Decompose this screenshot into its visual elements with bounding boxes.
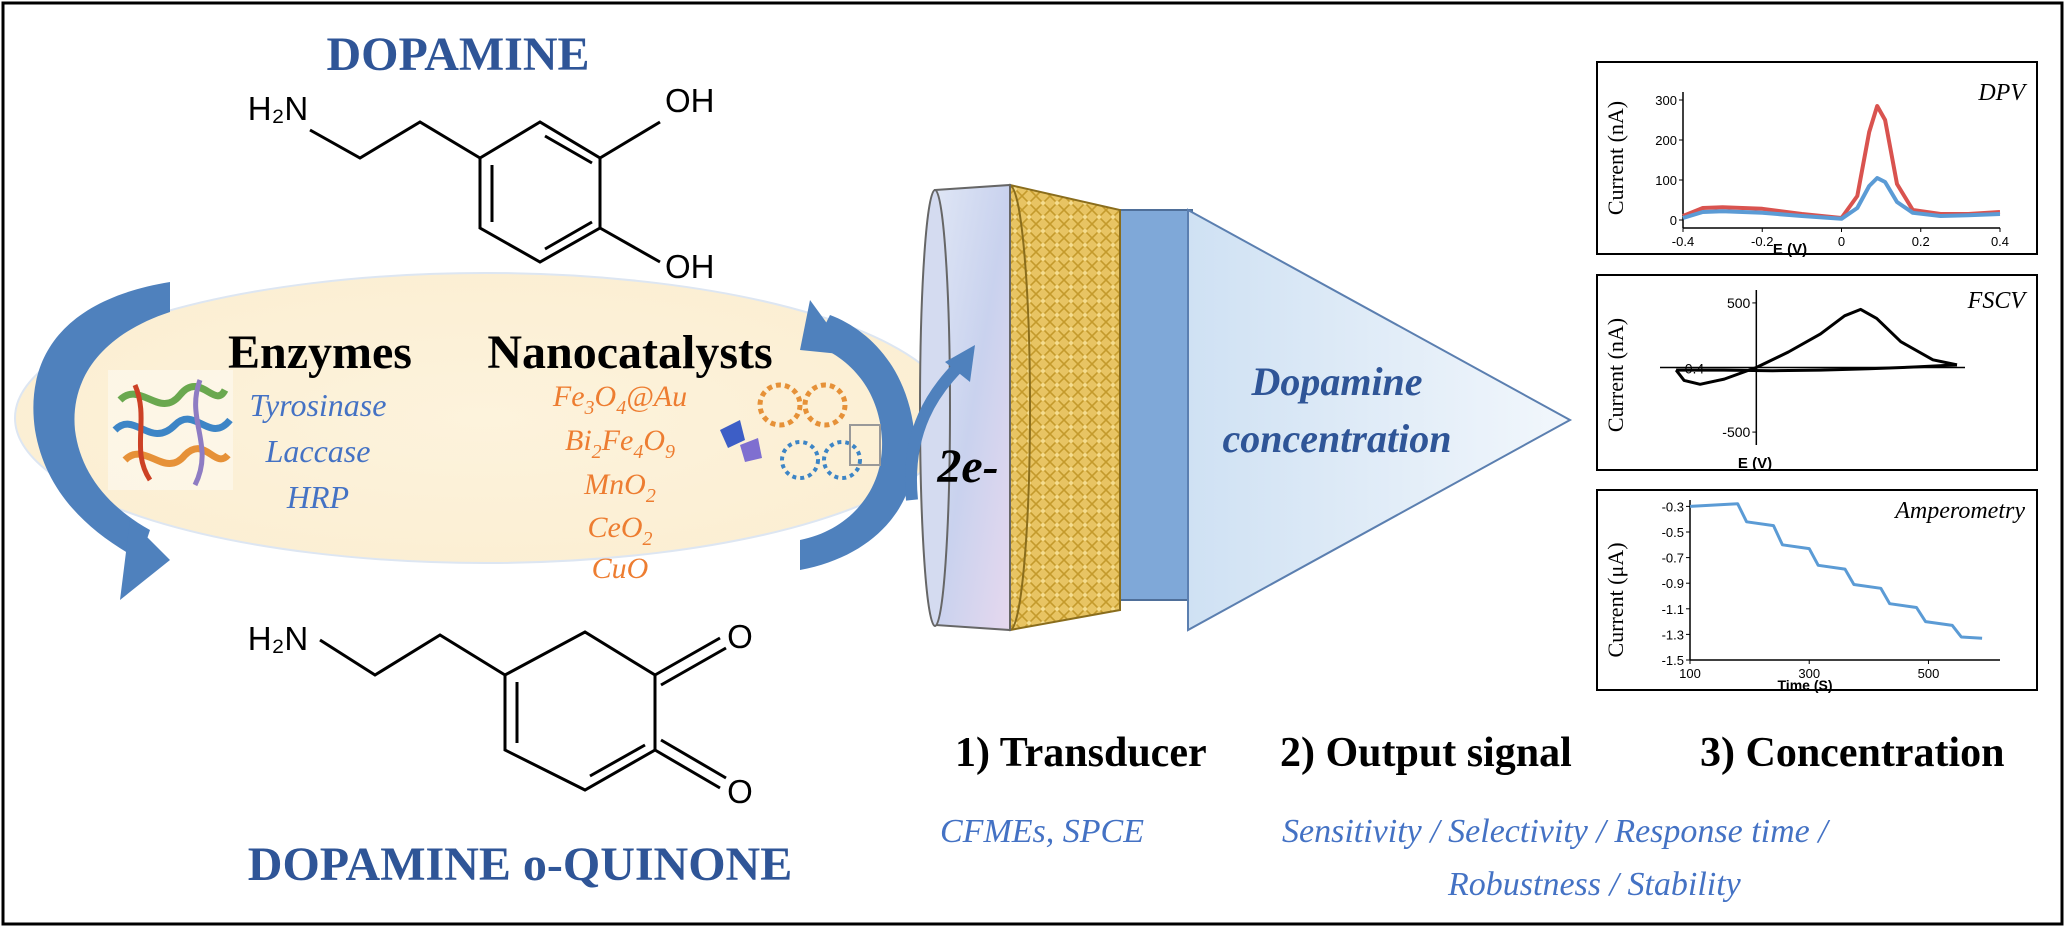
nano-fe3o4au: Fe3O4@Au xyxy=(552,380,687,419)
cone-label-line2: concentration xyxy=(1223,416,1452,461)
y-tick-label: -0.7 xyxy=(1662,551,1684,566)
amp-xlabel: Time (S) xyxy=(1778,677,1833,693)
dopamine-oh-top: OH xyxy=(665,82,715,119)
enzyme-tyrosinase: Tyrosinase xyxy=(250,387,387,423)
x-tick-label: 0 xyxy=(1838,234,1845,249)
nanocatalysts-title: Nanocatalysts xyxy=(487,326,772,379)
quinone-o-bottom: O xyxy=(727,773,753,810)
y-tick-label: -0.3 xyxy=(1662,499,1684,514)
y-tick-label: -1.5 xyxy=(1662,653,1684,668)
dpv-ylabel: Current (nA) xyxy=(1603,101,1628,215)
chart-fscv: 500 -500 -0.4 FSCV E (V) Current (nA) xyxy=(1596,274,2038,472)
y-tick-label: -500 xyxy=(1722,424,1750,440)
metrics-line2: Robustness / Stability xyxy=(1447,866,1742,903)
amp-ylabel: Current (μA) xyxy=(1603,542,1628,657)
electrode-assembly xyxy=(919,183,1573,632)
x-tick-label: -0.4 xyxy=(1680,361,1704,377)
series-line-0 xyxy=(1689,502,1983,640)
fscv-ylabel: Current (nA) xyxy=(1603,318,1628,432)
electron-label: 2e- xyxy=(936,440,998,493)
dopamine-oh-bottom: OH xyxy=(665,248,715,285)
y-tick-label: 200 xyxy=(1655,133,1677,148)
dpv-xlabel: E (V) xyxy=(1773,241,1807,258)
dpv-title: DPV xyxy=(1977,80,2027,106)
metrics-line1: Sensitivity / Selectivity / Response tim… xyxy=(1282,813,1831,850)
quinone-title: DOPAMINE o-QUINONE xyxy=(248,838,792,891)
cone-label-line1: Dopamine xyxy=(1250,359,1422,404)
dopamine-structure: DOPAMINE H₂N OH OH xyxy=(248,28,715,285)
y-tick-label: 300 xyxy=(1655,93,1677,108)
y-tick-label: 0 xyxy=(1670,213,1677,228)
nanomaterial-illustration xyxy=(720,382,881,480)
x-tick-label: 100 xyxy=(1679,666,1701,681)
x-tick-label: 0.4 xyxy=(1991,234,2009,249)
y-tick-label: -1.1 xyxy=(1662,602,1684,617)
fscv-xlabel: E (V) xyxy=(1738,455,1772,472)
electron-arrow xyxy=(905,345,975,501)
chart-dpv: 0 100 200 300 -0.4 -0.2 0 0.2 0.4 DPV E (V) Curr… xyxy=(1596,61,2038,258)
x-tick-label: 500 xyxy=(1918,666,1940,681)
series-line-0 xyxy=(1674,307,1958,386)
right-cycle-arrow xyxy=(800,300,916,570)
x-tick-label: 0.2 xyxy=(1912,234,1930,249)
x-tick-label: 300 xyxy=(1798,666,1820,681)
series-line-0 xyxy=(1682,104,2001,220)
left-cycle-arrow xyxy=(33,282,170,600)
enzymes-title: Enzymes xyxy=(228,326,412,379)
series-line-1 xyxy=(1682,176,2001,221)
nano-ceo2: CeO2 xyxy=(588,511,653,550)
dopamine-title: DOPAMINE xyxy=(326,28,589,81)
y-tick-label: -0.9 xyxy=(1662,576,1684,591)
quinone-structure: H₂N O O DOPAMINE o-QUINONE xyxy=(248,618,792,891)
x-tick-label: -0.4 xyxy=(1672,234,1694,249)
step-concentration: 3) Concentration xyxy=(1700,730,2004,776)
enzyme-hrp: HRP xyxy=(286,479,349,515)
nano-bi2fe4o9: Bi2Fe4O9 xyxy=(565,424,675,463)
signal-cone xyxy=(1187,208,1573,632)
y-tick-label: 500 xyxy=(1727,295,1751,311)
y-tick-label: -1.3 xyxy=(1662,627,1684,642)
transducer-list: CFMEs, SPCE xyxy=(940,813,1144,850)
y-tick-label: -0.5 xyxy=(1662,525,1684,540)
fscv-title: FSCV xyxy=(1967,288,2028,314)
step-output-signal: 2) Output signal xyxy=(1280,730,1572,776)
quinone-amine-label: H₂N xyxy=(248,620,308,657)
nano-mno2: MnO2 xyxy=(583,468,656,507)
nano-cuo: CuO xyxy=(592,552,649,585)
step-transducer: 1) Transducer xyxy=(955,730,1207,776)
amp-title: Amperometry xyxy=(1893,498,2025,524)
y-tick-label: 100 xyxy=(1655,173,1677,188)
series-line-1 xyxy=(1676,363,1958,373)
enzyme-laccase: Laccase xyxy=(265,433,371,469)
protein-illustration xyxy=(108,370,233,490)
x-tick-label: -0.2 xyxy=(1751,234,1773,249)
quinone-o-top: O xyxy=(727,618,753,655)
dopamine-amine-label: H₂N xyxy=(248,90,308,127)
